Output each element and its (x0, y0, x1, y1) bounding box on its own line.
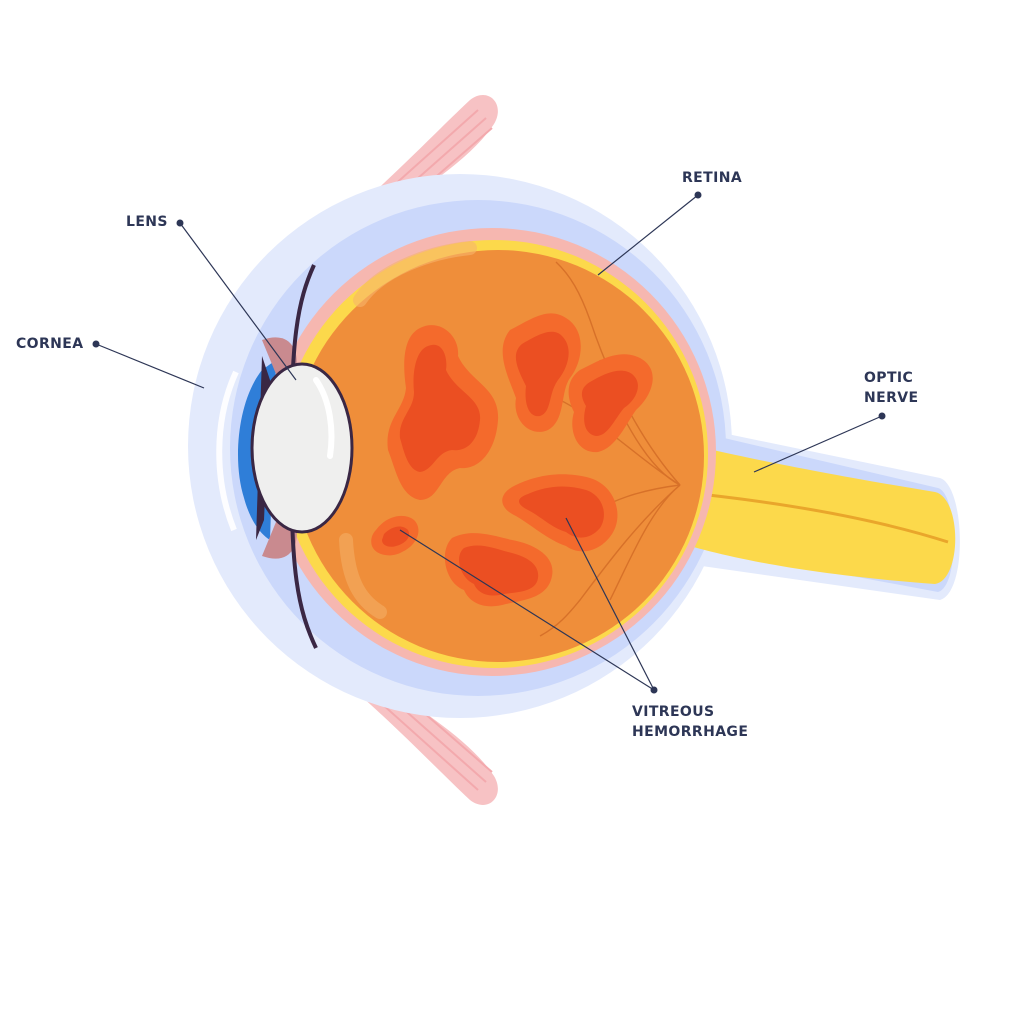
vitreous-hemorrhage-spots (371, 313, 653, 607)
optic-nerve-leader-dot (878, 412, 886, 420)
leader-lines (95, 194, 883, 691)
label-cornea: CORNEA (16, 336, 84, 352)
retina-leader-line (597, 194, 699, 276)
cornea-leader-line (95, 343, 205, 389)
label-lens: LENS (126, 214, 168, 230)
hemorrhage-leader-line-1 (399, 529, 655, 691)
optic-nerve-leader-line (753, 415, 883, 473)
vitreous-body (292, 250, 704, 662)
hemorrhage-leader-line-2 (565, 517, 655, 691)
cornea-leader-dot (92, 340, 100, 348)
lens-leader-dot (176, 219, 184, 227)
label-retina: RETINA (682, 170, 743, 186)
lens (250, 362, 354, 534)
leader-dots (92, 191, 886, 694)
label-vitreous-hemorrhage: VITREOUS HEMORRHAGE (632, 704, 749, 740)
lens-leader-line (179, 222, 297, 381)
hemorrhage-leader-dot (650, 686, 658, 694)
label-optic-nerve: OPTIC NERVE (864, 370, 919, 406)
retina-leader-dot (694, 191, 702, 199)
